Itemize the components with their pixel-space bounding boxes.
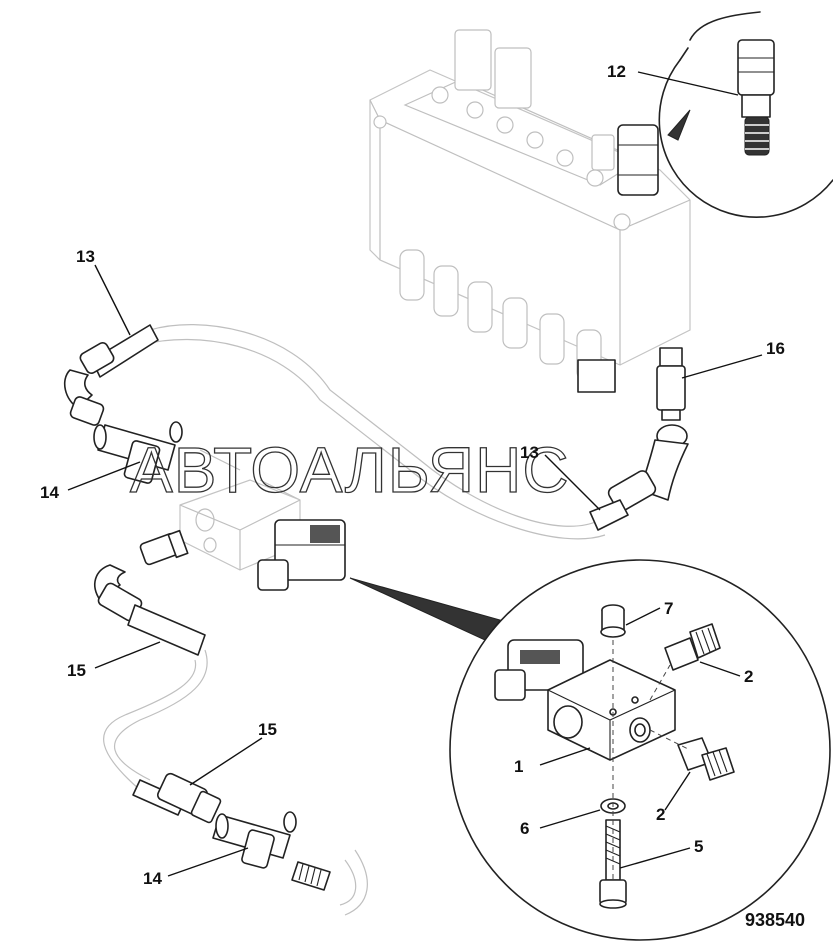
callout-labels: 12 13 13 16 14 15 15 14 7 2 1 2 6 5 xyxy=(40,62,785,888)
relief-valve-12 xyxy=(737,39,775,156)
figure-number: 938540 xyxy=(745,910,805,930)
detail-circle-valve-block xyxy=(449,559,831,941)
hose-13-right xyxy=(589,424,689,531)
callout-15-left: 15 xyxy=(67,661,86,680)
adapter-2-upper xyxy=(664,623,721,671)
adapter-16 xyxy=(656,347,686,421)
callout-13-right: 13 xyxy=(520,443,539,462)
callout-1: 1 xyxy=(514,757,523,776)
hose-15-left xyxy=(94,529,206,656)
detail-circle-relief-valve xyxy=(658,11,833,219)
callout-5: 5 xyxy=(694,837,703,856)
callout-14-upper: 14 xyxy=(40,483,59,502)
watermark-text: АВТОАЛЬЯНС xyxy=(130,434,570,506)
bolt-5 xyxy=(599,819,627,909)
solenoid-coil xyxy=(494,639,584,701)
callout-15-lower: 15 xyxy=(258,720,277,739)
callout-2-upper: 2 xyxy=(744,667,753,686)
hose-15-lower xyxy=(132,772,222,824)
control-valve-block xyxy=(369,29,691,393)
callout-7: 7 xyxy=(664,599,673,618)
tee-fitting-14-upper xyxy=(93,421,183,484)
hose-13-left xyxy=(63,324,159,426)
adapter-2-lower xyxy=(677,737,735,781)
tee-fitting-14-lower xyxy=(212,811,331,891)
callout-12: 12 xyxy=(607,62,626,81)
solenoid-valve-assembly xyxy=(179,479,346,591)
hose-loops xyxy=(103,324,606,916)
callout-2-lower: 2 xyxy=(656,805,665,824)
callout-16: 16 xyxy=(766,339,785,358)
detail-pointer xyxy=(349,577,501,641)
valve-body-1 xyxy=(547,659,676,761)
leader-lines xyxy=(67,71,763,877)
callout-6: 6 xyxy=(520,819,529,838)
callout-13-left: 13 xyxy=(76,247,95,266)
plug-7 xyxy=(600,604,626,638)
callout-14-lower: 14 xyxy=(143,869,162,888)
